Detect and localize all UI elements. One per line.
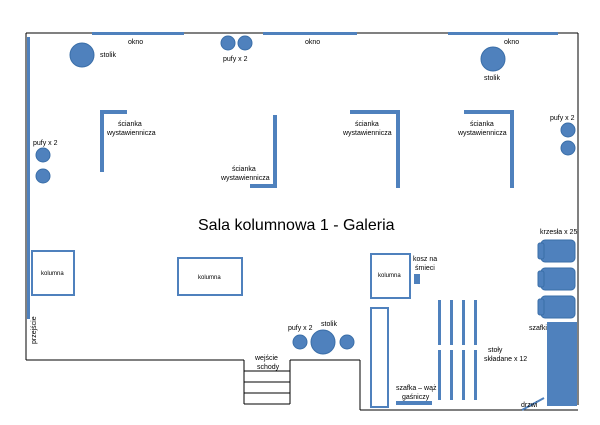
- fire-hose-cabinet: [396, 401, 432, 405]
- exhibition-partition-4: [464, 110, 514, 188]
- window-label-2: okno: [305, 39, 320, 46]
- chair-stack-3: [537, 295, 576, 319]
- poufs-label-bottom: pufy x 2: [288, 325, 313, 332]
- table-1: [69, 42, 95, 68]
- tall-cabinet: [370, 307, 389, 408]
- pouf: [560, 122, 576, 138]
- column-3: [370, 253, 411, 299]
- table-3: [480, 46, 506, 72]
- chair-stack-2: [537, 267, 576, 291]
- partition-label-3a: ścianka: [355, 121, 379, 128]
- stairs-label-b: schody: [257, 364, 280, 371]
- bin-label-b: śmieci: [415, 265, 435, 272]
- poufs-label-right: pufy x 2: [550, 115, 575, 122]
- stairs-label-a: wejście: [254, 355, 278, 362]
- column-label-3: kolumna: [378, 273, 401, 279]
- window-label-3: okno: [504, 39, 519, 46]
- pouf: [35, 168, 51, 184]
- partition-label-4a: ścianka: [470, 121, 494, 128]
- pouf: [292, 334, 308, 350]
- folding-tables: [438, 300, 477, 400]
- cabinets-label: szafki: [529, 325, 547, 332]
- cabinets: [547, 322, 577, 406]
- pouf: [237, 35, 253, 51]
- pouf: [339, 334, 355, 350]
- poufs-label-top: pufy x 2: [223, 56, 248, 63]
- hose-label-b: gaśniczy: [402, 394, 430, 401]
- partition-label-2b: wystawiennicza: [220, 175, 270, 182]
- exhibition-partition-2: [250, 115, 277, 188]
- chair-stack-1: [537, 239, 576, 263]
- left-wall-strip: [27, 37, 30, 319]
- table-2: [310, 329, 336, 355]
- plan-title: Sala kolumnowa 1 - Galeria: [198, 217, 395, 234]
- exhibition-partition-3: [350, 110, 400, 188]
- column-2: [177, 257, 243, 296]
- tables-label-b: składane x 12: [484, 356, 527, 363]
- exhibition-partition-1: [100, 110, 127, 172]
- trash-bin: [414, 274, 420, 284]
- window-2: [263, 32, 357, 35]
- table-label-2: stolik: [321, 321, 337, 328]
- pouf: [560, 140, 576, 156]
- table-label-3: stolik: [484, 75, 500, 82]
- bin-label-a: kosz na: [413, 256, 437, 263]
- column-1: [31, 250, 75, 296]
- door-label: drzwi: [521, 402, 538, 409]
- pouf: [220, 35, 236, 51]
- partition-label-2a: ścianka: [232, 166, 256, 173]
- column-label-2: kolumna: [198, 275, 221, 281]
- stairs: [243, 360, 291, 405]
- chairs-label: krzesła x 25: [540, 229, 577, 236]
- passage-label: przejście: [31, 316, 38, 344]
- pouf: [35, 147, 51, 163]
- partition-label-3b: wystawiennicza: [342, 130, 392, 137]
- window-1: [92, 32, 184, 35]
- partition-label-1a: ścianka: [118, 121, 142, 128]
- window-3: [448, 32, 558, 35]
- table-label-1: stolik: [100, 52, 116, 59]
- tables-label-a: stoły: [488, 347, 503, 354]
- column-label-1: kolumna: [41, 271, 64, 277]
- partition-label-4b: wystawiennicza: [457, 130, 507, 137]
- window-label-1: okno: [128, 39, 143, 46]
- door: [521, 397, 545, 411]
- partition-label-1b: wystawiennicza: [106, 130, 156, 137]
- hose-label-a: szafka – wąż: [396, 385, 437, 392]
- poufs-label-left: pufy x 2: [33, 140, 58, 147]
